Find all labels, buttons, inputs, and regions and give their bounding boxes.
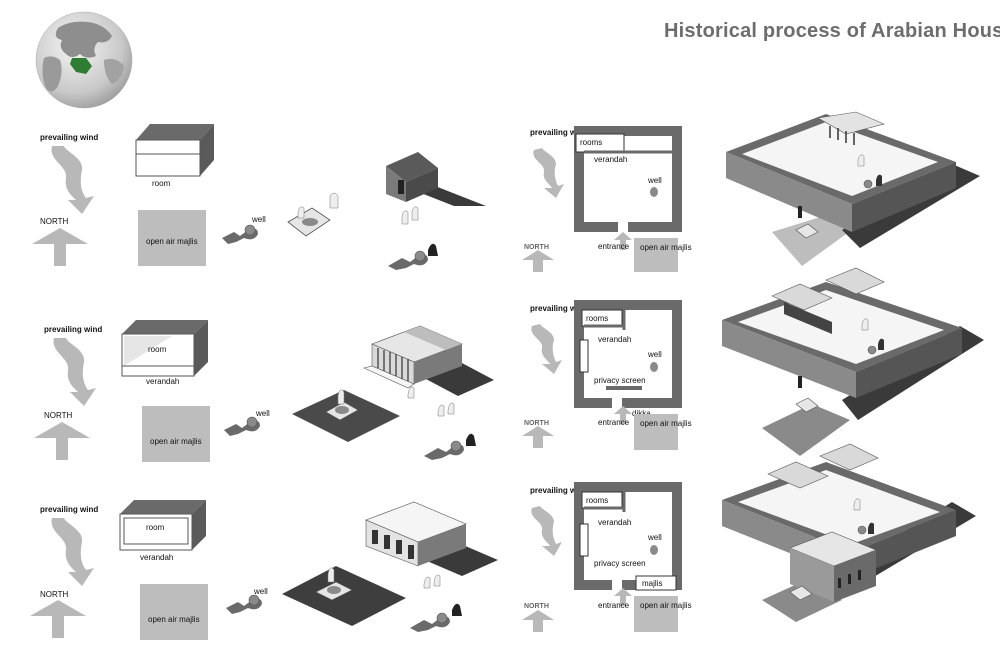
entrance-label: entrance (598, 418, 630, 427)
room-label: room (146, 523, 165, 532)
majlis-label: open air majlis (640, 419, 692, 428)
entrance-label: entrance (598, 242, 630, 251)
room-label: room (148, 345, 167, 354)
row-3-plan: prevailing wind NORTH rooms verandah wel… (522, 482, 692, 632)
saudi-arabia-highlight (70, 58, 92, 74)
row-2-courtyard-iso (722, 267, 984, 456)
majlis-label: open air majlis (148, 615, 200, 624)
verandah-label: verandah (146, 377, 179, 386)
page-title: Historical process of Arabian House (664, 20, 1000, 42)
privacy-screen-label: privacy screen (594, 559, 646, 568)
row-3-iso-house (282, 501, 498, 632)
verandah-label: verandah (594, 155, 627, 164)
majlis-label: open air majlis (640, 243, 692, 252)
row-2-iso-house (292, 325, 494, 460)
row-1-iso-hut (287, 152, 486, 270)
prevailing-wind-label: prevailing wind (530, 128, 588, 137)
prevailing-wind-label: prevailing wind (530, 486, 588, 495)
verandah-label: verandah (598, 518, 631, 527)
well-label: well (647, 350, 662, 359)
north-arrow-icon (34, 422, 90, 460)
wind-arrow-icon (533, 148, 564, 198)
majlis-label: open air majlis (640, 601, 692, 610)
prevailing-wind-label: prevailing wind (44, 325, 102, 334)
majlis-label: open air majlis (150, 437, 202, 446)
north-label: NORTH (40, 590, 69, 599)
verandah-label: verandah (598, 335, 631, 344)
wind-arrow-icon (531, 324, 562, 374)
north-label: NORTH (40, 217, 69, 226)
dikka-label: dikka (632, 409, 651, 418)
row-2-plan: prevailing wind NORTH rooms verandah wel… (522, 300, 692, 450)
row-1-courtyard-iso (726, 111, 980, 266)
row-3-climate: prevailing wind NORTH (30, 505, 98, 638)
north-label: NORTH (524, 244, 549, 251)
wind-arrow-icon (531, 506, 562, 556)
north-arrow-icon (30, 600, 86, 638)
well-label: well (647, 533, 662, 542)
row-1-plan: prevailing wind NORTH rooms verandah wel… (522, 126, 692, 272)
wind-arrow-icon (51, 518, 94, 586)
north-arrow-icon (32, 228, 88, 266)
rooms-label: rooms (586, 496, 608, 505)
prevailing-wind-label: prevailing wind (40, 133, 98, 142)
north-label: NORTH (44, 411, 73, 420)
row-2-majlis: open air majlis (142, 406, 210, 462)
north-arrow-icon (522, 610, 554, 632)
row-2-well: well (224, 409, 270, 436)
prevailing-wind-label: prevailing wind (40, 505, 98, 514)
room-label: room (152, 179, 171, 188)
north-label: NORTH (524, 420, 549, 427)
privacy-screen-label: privacy screen (594, 376, 646, 385)
row-2-room-block: room verandah (121, 320, 208, 386)
globe-icon (35, 11, 133, 109)
majlis-label: open air majlis (146, 237, 198, 246)
north-arrow-icon (522, 250, 554, 272)
wind-arrow-icon (53, 338, 96, 406)
rooms-label: rooms (580, 138, 602, 147)
row-1-well: well (222, 215, 266, 244)
row-3-majlis: open air majlis (140, 584, 208, 640)
verandah-label: verandah (140, 553, 173, 562)
north-arrow-icon (522, 426, 554, 448)
row-3-well: well (226, 587, 268, 614)
row-1-majlis: open air majlis (138, 210, 206, 266)
row-3-room-block: room verandah (119, 500, 206, 562)
wind-arrow-icon (51, 146, 94, 214)
row-1-climate: prevailing wind NORTH (32, 133, 98, 266)
row-2-climate: prevailing wind NORTH (34, 325, 102, 460)
well-label: well (255, 409, 270, 418)
well-label: well (251, 215, 266, 224)
well-label: well (253, 587, 268, 596)
prevailing-wind-label: prevailing wind (530, 304, 588, 313)
north-label: NORTH (524, 603, 549, 610)
row-3-courtyard-iso (722, 443, 976, 622)
rooms-label: rooms (586, 314, 608, 323)
row-1-room-block: room (135, 124, 214, 188)
entrance-label: entrance (598, 601, 630, 610)
inner-majlis-label: majlis (642, 579, 662, 588)
well-label: well (647, 176, 662, 185)
